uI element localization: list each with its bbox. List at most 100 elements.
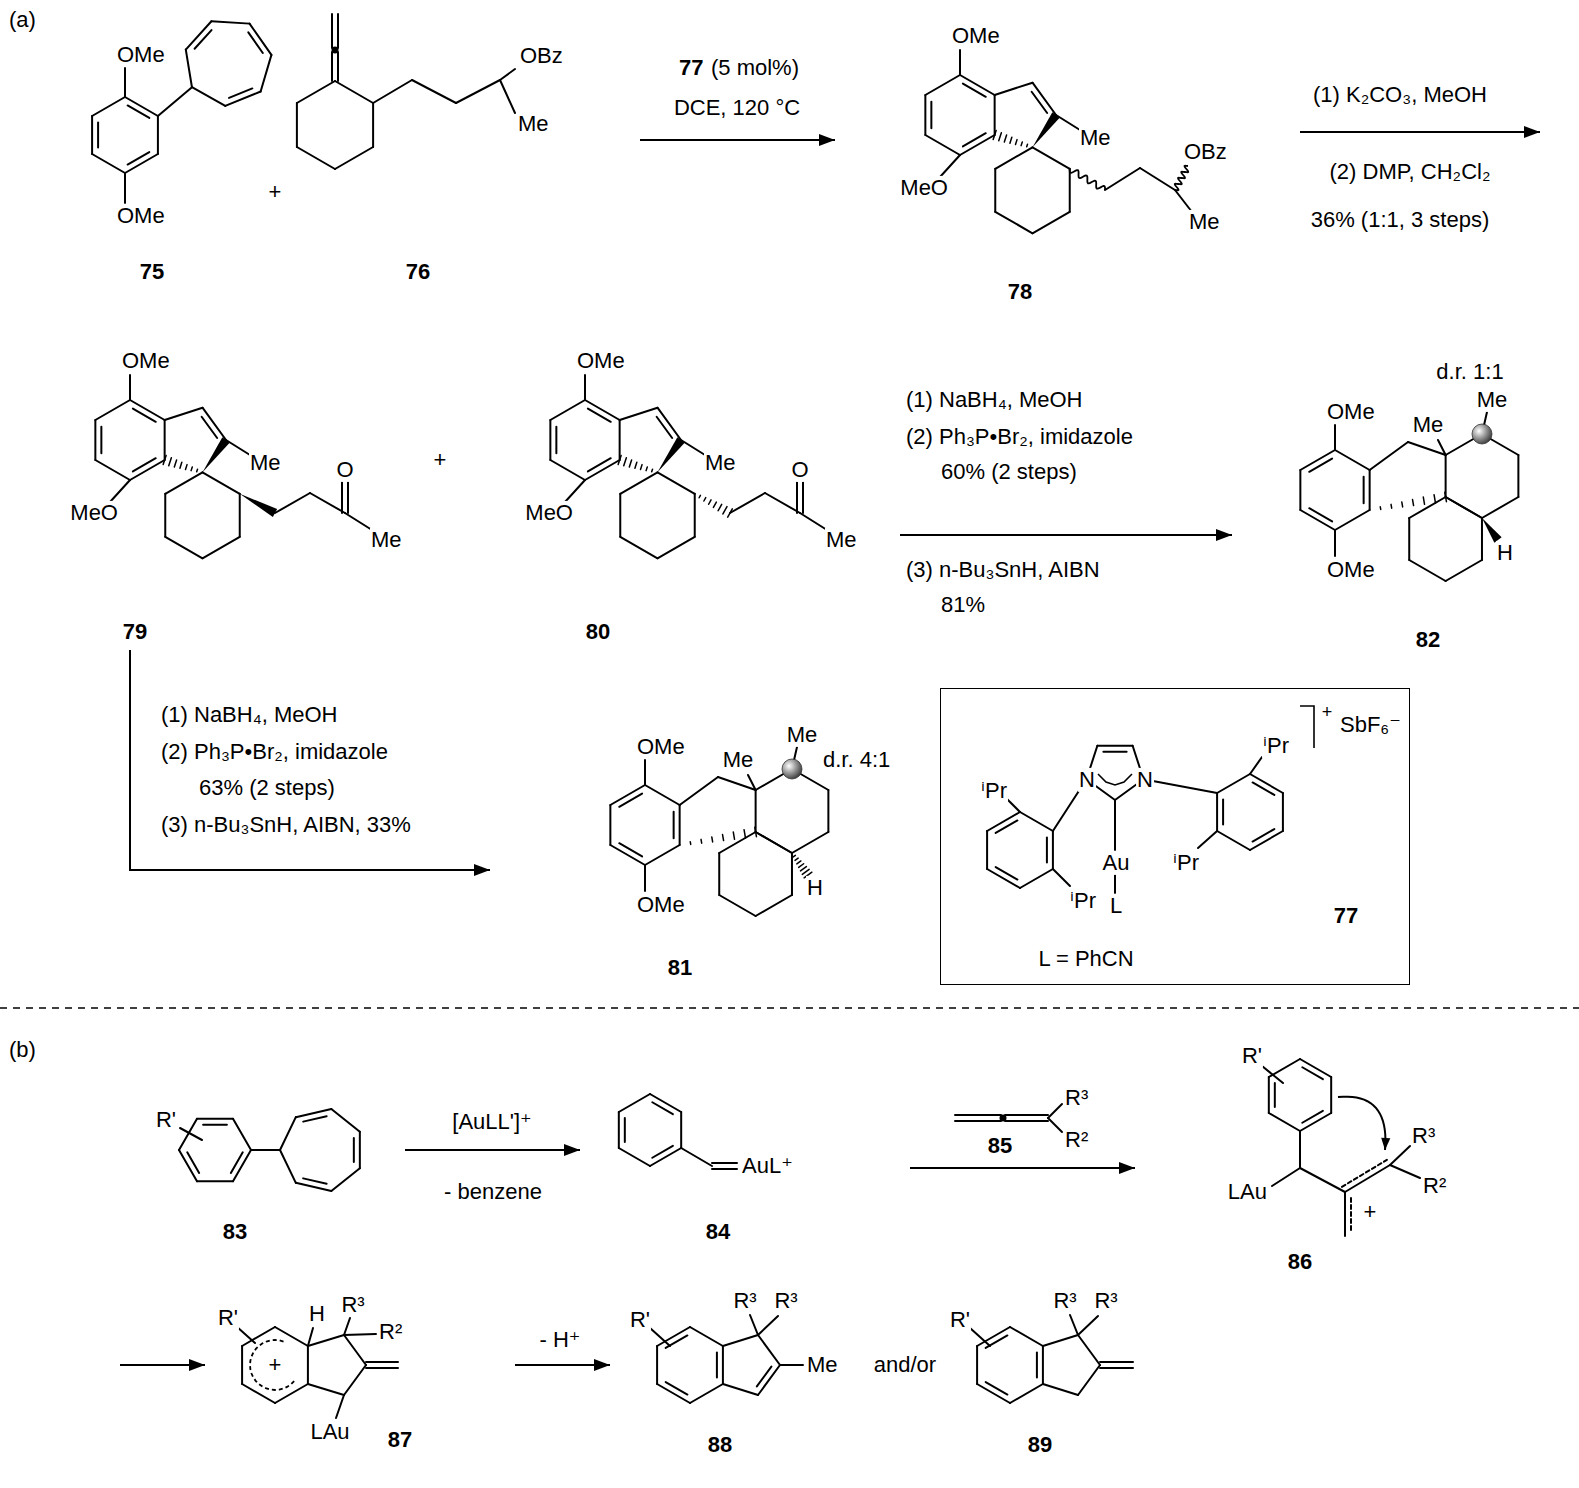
bond bbox=[827, 790, 829, 832]
bond bbox=[297, 81, 335, 103]
bond bbox=[307, 1346, 309, 1384]
bond bbox=[1253, 829, 1275, 842]
condition-text: (1) NaBH₄, MeOH bbox=[160, 703, 338, 727]
bond bbox=[802, 482, 804, 513]
bond bbox=[650, 1328, 670, 1346]
bond bbox=[92, 154, 125, 173]
bond bbox=[353, 1138, 355, 1162]
wedge-bond bbox=[1033, 112, 1060, 147]
bond bbox=[619, 1148, 650, 1166]
atom-label: + bbox=[1321, 703, 1334, 723]
condition-text: d.r. 4:1 bbox=[822, 748, 891, 772]
bond bbox=[1114, 800, 1116, 850]
atom-label: Me bbox=[806, 1353, 839, 1377]
bond bbox=[995, 147, 1032, 169]
bond bbox=[500, 69, 515, 80]
bond bbox=[335, 81, 373, 103]
bond bbox=[955, 1114, 1001, 1116]
bond bbox=[925, 135, 960, 155]
arrow-head bbox=[819, 134, 835, 146]
atom-label: + bbox=[433, 448, 448, 472]
bond bbox=[1390, 504, 1392, 508]
atom-label: OMe bbox=[951, 24, 1001, 48]
wedge-bond bbox=[203, 437, 230, 472]
atom-label: OMe bbox=[1326, 558, 1376, 582]
condition-text: (3) n-Bu₃SnH, AIBN, 33% bbox=[160, 813, 412, 837]
bond bbox=[1446, 497, 1482, 518]
condition-text: L = PhCN bbox=[1037, 947, 1134, 971]
atom-label: R' bbox=[1241, 1044, 1263, 1068]
bond bbox=[1032, 92, 1048, 113]
bond bbox=[1217, 831, 1250, 850]
bond bbox=[620, 537, 657, 559]
bond bbox=[800, 513, 827, 530]
bond bbox=[1446, 497, 1482, 518]
bond bbox=[644, 760, 646, 785]
bond bbox=[1445, 492, 1447, 501]
bond bbox=[694, 494, 696, 537]
bond bbox=[765, 493, 800, 513]
bond bbox=[164, 494, 166, 537]
bond bbox=[713, 502, 716, 507]
bond bbox=[756, 832, 792, 853]
bond bbox=[755, 790, 757, 832]
bond bbox=[709, 500, 711, 504]
bond bbox=[1105, 168, 1140, 190]
bond bbox=[1272, 1168, 1300, 1186]
bond bbox=[640, 465, 642, 470]
bond bbox=[744, 830, 745, 838]
bond bbox=[755, 827, 757, 836]
bond bbox=[100, 427, 102, 453]
atom-label: + bbox=[268, 1353, 283, 1377]
bond bbox=[1042, 1346, 1044, 1384]
bond bbox=[756, 895, 792, 916]
bond bbox=[335, 147, 373, 169]
bond bbox=[635, 462, 637, 468]
bond bbox=[331, 52, 333, 81]
bond bbox=[1262, 1066, 1283, 1083]
bond bbox=[588, 409, 611, 422]
bond bbox=[619, 420, 621, 460]
bond bbox=[658, 472, 695, 494]
bond bbox=[366, 1367, 398, 1369]
bond bbox=[1344, 1192, 1346, 1236]
bond bbox=[619, 843, 642, 856]
bond bbox=[976, 1346, 978, 1384]
atom-label: Me bbox=[786, 723, 819, 747]
bond bbox=[92, 97, 125, 116]
bond bbox=[620, 472, 657, 494]
bond bbox=[1330, 1077, 1332, 1113]
bond bbox=[261, 55, 272, 92]
charge-bracket bbox=[1300, 706, 1314, 748]
compound-number: 75 bbox=[139, 260, 165, 284]
condition-text: (2) DMP, CH₂Cl₂ bbox=[1329, 160, 1492, 184]
bond bbox=[345, 513, 372, 530]
bond bbox=[1033, 147, 1070, 169]
bond bbox=[1299, 470, 1301, 510]
bond bbox=[800, 867, 806, 871]
bond bbox=[165, 472, 202, 494]
bond bbox=[1048, 1104, 1062, 1118]
atom-label: H bbox=[806, 876, 824, 900]
bond bbox=[723, 1335, 758, 1346]
bond bbox=[180, 1128, 202, 1140]
bond bbox=[1103, 751, 1126, 753]
bond bbox=[996, 867, 1018, 880]
compound-number: 82 bbox=[1415, 628, 1441, 652]
bond bbox=[1140, 168, 1175, 190]
bond bbox=[1342, 1160, 1387, 1187]
bond bbox=[681, 440, 705, 455]
condition-text: [AuLL']⁺ bbox=[451, 1110, 532, 1134]
compound-number: 87 bbox=[387, 1428, 413, 1452]
atom-label: N bbox=[1078, 768, 1096, 792]
bond bbox=[308, 1328, 313, 1346]
condition-text: 60% (2 steps) bbox=[940, 460, 1078, 484]
wedge-bond bbox=[658, 437, 685, 472]
bond bbox=[624, 1118, 626, 1142]
atom-label: OMe bbox=[636, 893, 686, 917]
bond bbox=[1033, 212, 1070, 234]
bond bbox=[719, 895, 755, 916]
bond bbox=[180, 462, 182, 468]
bond bbox=[723, 1384, 758, 1395]
bond bbox=[97, 122, 99, 147]
